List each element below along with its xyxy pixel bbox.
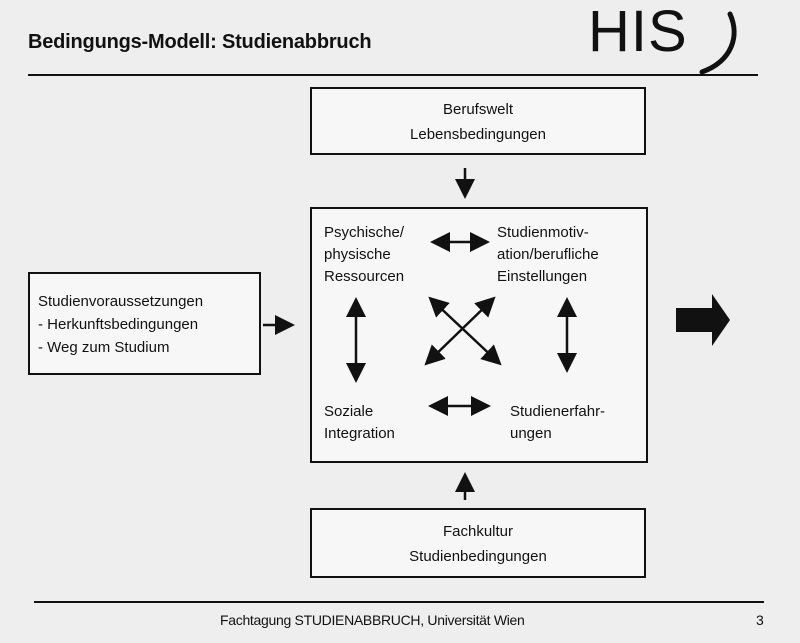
- box-berufswelt-line2: Lebensbedingungen: [410, 126, 546, 143]
- box-studienvoraussetzungen-line3: - Weg zum Studium: [38, 339, 170, 356]
- header-rule: [28, 74, 758, 76]
- cell-studienmotivation-line3: Einstellungen: [497, 268, 588, 285]
- cell-studienmotivation-line2: ation/berufliche: [497, 246, 599, 263]
- footer-rule: [34, 601, 764, 603]
- cell-studienerfahrungen-line1: Studienerfahr-: [510, 403, 606, 420]
- his-logo: HIS: [588, 0, 688, 64]
- arrow-diagonal-1: [428, 296, 502, 366]
- arrow-output-big: [676, 294, 730, 346]
- cell-soziale-integration: Soziale Integration: [324, 401, 395, 445]
- box-fachkultur: Fachkultur Studienbedingungen: [310, 508, 646, 578]
- box-studienvoraussetzungen-line2: - Herkunftsbedingungen: [38, 316, 199, 333]
- arrow-diagonal-2: [424, 296, 496, 366]
- his-logo-swoosh-icon: [699, 11, 737, 75]
- box-studienvoraussetzungen: Studienvoraussetzungen - Herkunftsbeding…: [28, 272, 261, 375]
- cell-soziale-line1: Soziale: [324, 403, 374, 420]
- page-number: 3: [756, 612, 764, 628]
- box-berufswelt: Berufswelt Lebensbedingungen: [310, 87, 646, 155]
- footer-text: Fachtagung STUDIENABBRUCH, Universität W…: [220, 612, 525, 628]
- cell-studienerfahrungen-line2: ungen: [510, 425, 552, 442]
- box-berufswelt-line1: Berufswelt: [442, 101, 514, 118]
- cell-psychische-ressourcen: Psychische/ physische Ressourcen: [324, 222, 404, 288]
- cell-psychische-line2: physische: [324, 246, 391, 263]
- box-studienvoraussetzungen-line1: Studienvoraussetzungen: [38, 293, 204, 310]
- cell-soziale-line2: Integration: [324, 425, 395, 442]
- cell-psychische-line1: Psychische/: [324, 224, 405, 241]
- cell-studienmotivation-line1: Studienmotiv-: [497, 224, 589, 241]
- box-fachkultur-line1: Fachkultur: [442, 523, 514, 540]
- cell-psychische-line3: Ressourcen: [324, 268, 405, 285]
- cell-studienmotivation: Studienmotiv- ation/berufliche Einstellu…: [497, 222, 599, 288]
- slide-title: Bedingungs-Modell: Studienabbruch: [28, 31, 372, 53]
- cell-studienerfahrungen: Studienerfahr- ungen: [510, 401, 605, 445]
- box-fachkultur-line2: Studienbedingungen: [409, 548, 547, 565]
